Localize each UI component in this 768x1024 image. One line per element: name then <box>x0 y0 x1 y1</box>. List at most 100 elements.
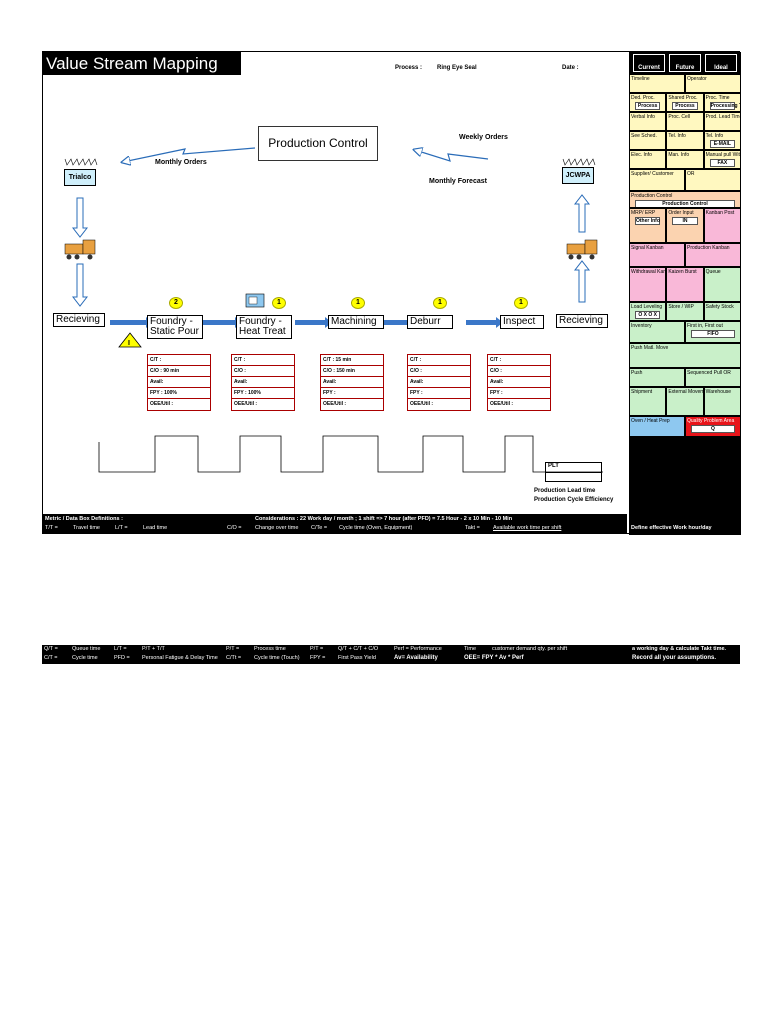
data-box-row: OEE/Util : <box>410 401 434 407</box>
data-box-row: C/T : <box>488 355 550 366</box>
legend-item-label: Sequenced Pull OR <box>687 370 731 376</box>
legend-item: Store / WIP <box>666 302 704 321</box>
legend-tab[interactable]: Current <box>633 54 665 72</box>
inventory-triangle-icon: I <box>118 332 142 348</box>
receiving-left: Recieving <box>53 313 105 327</box>
data-box-row: C/T : <box>148 355 210 366</box>
strip-text: Cycle time (Touch) <box>254 655 300 661</box>
data-box-row: C/T : <box>232 355 294 366</box>
def-lt: L/T = <box>115 525 128 531</box>
data-box-row: FPY : <box>321 388 383 399</box>
data-box-row: Avail: <box>408 377 470 388</box>
legend-item: Safety Stock <box>703 302 741 321</box>
data-box-row: C/O : <box>408 366 470 377</box>
legend-item: Kanban Post <box>703 208 741 243</box>
legend-item: Warehouse <box>703 387 741 416</box>
legend-item: Shared Proc.Process <box>666 93 704 112</box>
lead-time-label: Production Lead time <box>534 488 596 494</box>
legend-item-label: Withdrawal Kanban <box>631 269 667 275</box>
strip-text: OEE= FPY * Av * Perf <box>464 655 524 661</box>
data-box-row: C/O : <box>488 366 550 377</box>
data-box-row: C/T : <box>408 355 470 366</box>
data-box-row: Avail: <box>488 377 550 388</box>
strip-text: Cycle time <box>72 655 98 661</box>
flow-lines: I <box>64 52 603 473</box>
strip-text: P/T + T/T <box>142 646 165 652</box>
legend-item-label: Supplier/ Customer <box>631 171 674 177</box>
legend-item-label: Kaizen Burst <box>668 269 697 275</box>
operator-icon: 1 <box>272 297 286 309</box>
legend-item: Supplier/ Customer <box>629 169 685 191</box>
legend-item: Inventory <box>629 321 685 343</box>
strip-text: First Pass Yield <box>338 655 376 661</box>
legend-item: Kaizen Burst <box>666 267 704 302</box>
legend-item: Withdrawal Kanban <box>629 267 667 302</box>
data-box-row: FPY : 100% <box>148 388 210 399</box>
legend-item: Proc. Cell <box>666 112 704 131</box>
legend-item-label: Verbal Info <box>631 114 655 120</box>
oven-icon <box>245 293 265 308</box>
data-box-row: Avail: <box>321 377 383 388</box>
monthly-orders-arrow <box>123 147 256 162</box>
def-changeover: Change over time <box>255 525 299 531</box>
legend-item-symbol: FIFO <box>691 330 735 338</box>
timeline-ladder <box>98 435 603 473</box>
legend-item: Elec. Info <box>629 150 667 169</box>
data-box-row: OEE/Util : <box>490 401 514 407</box>
legend-item-symbol: Process <box>635 102 661 110</box>
legend-item-label: Load Leveling <box>631 304 663 310</box>
strip-text: a working day & calculate Takt time. <box>632 646 727 652</box>
strip-text: P/T = <box>226 646 240 652</box>
operator-icon: 1 <box>433 297 447 309</box>
legend-item-label: Ded. Proc. <box>631 95 655 101</box>
data-box-row: Avail: <box>148 377 210 388</box>
strip-text: Record all your assumptions. <box>632 655 717 661</box>
legend-tab[interactable]: Ideal <box>705 54 737 72</box>
plt-label: PLT <box>546 463 601 473</box>
legend-item: Shipment <box>629 387 667 416</box>
svg-text:I: I <box>128 340 130 347</box>
data-box-row: OEE/Util : <box>150 401 174 407</box>
legend-item-label: OR <box>687 171 695 177</box>
legend-item-label: Manual pull Withdrawal <box>705 152 740 158</box>
strip-text: Q/T = <box>44 646 58 652</box>
legend-item: Signal Kanban <box>629 243 685 267</box>
legend-item-symbol: Processing Time <box>709 102 740 110</box>
process-box: Deburr <box>407 315 453 329</box>
legend-item-label: MRP/ ERP <box>631 210 656 216</box>
legend-item: Operator <box>685 74 741 93</box>
legend-item-label: Operator <box>687 76 707 82</box>
data-box-row: FPY : <box>408 388 470 399</box>
legend-tab[interactable]: Future <box>669 54 701 72</box>
process-label: Process : <box>395 65 423 71</box>
legend-item: Prod. Lead Time <box>703 112 741 131</box>
strip-text: Personal Fatigue & Delay Time <box>142 655 218 661</box>
legend-item-label: See Sched. <box>631 133 657 139</box>
legend-item-label: Proc. Cell <box>668 114 691 120</box>
legend-item: Timeline <box>629 74 685 93</box>
legend-item: Man. Info <box>666 150 704 169</box>
legend-item-label: Timeline <box>631 76 650 82</box>
legend-item: Tel. Info <box>666 131 704 150</box>
supplier-ship-arrows <box>71 197 589 307</box>
operator-icon: 1 <box>514 297 528 309</box>
data-box-row: FPY : <box>488 388 550 399</box>
process-box: Foundry - Static Pour <box>147 315 203 339</box>
monthly-forecast-label: Monthly Forecast <box>429 178 487 185</box>
legend-item-label: Production Kanban <box>687 245 730 251</box>
supplier-factory-icon <box>64 158 98 166</box>
legend-item: Queue <box>703 267 741 302</box>
strip-text: Queue time <box>72 646 101 652</box>
def-lead: Lead time <box>143 525 168 531</box>
legend-item-label: Shared Proc. <box>668 95 698 101</box>
legend-item-label: Push Matl. Move <box>631 345 669 351</box>
data-box-row: C/T : 15 min <box>321 355 383 366</box>
strip-text: P/T = <box>310 646 324 652</box>
